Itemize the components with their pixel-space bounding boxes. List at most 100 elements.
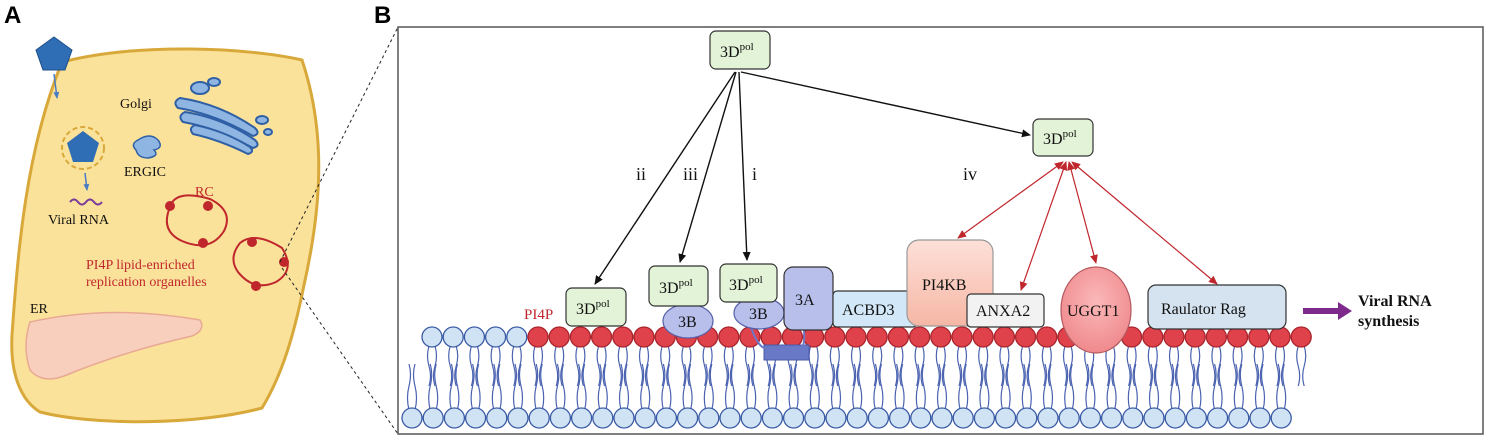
lipid-tail xyxy=(1106,363,1117,411)
pi4p-lipid-head xyxy=(612,326,634,348)
lipid-tail xyxy=(1276,363,1287,411)
lipid-head xyxy=(549,407,572,429)
rc-dot xyxy=(203,201,213,211)
lipid-head xyxy=(698,407,720,429)
pi4p-lipid-head xyxy=(718,326,740,348)
lipid-head xyxy=(442,326,464,348)
pi4p-lipid-head xyxy=(866,326,888,348)
lipid-head xyxy=(846,407,868,429)
3a-label: 3A xyxy=(795,292,815,309)
raulator-label: Raulator Rag xyxy=(1161,301,1246,318)
output-label-2: synthesis xyxy=(1358,313,1419,330)
lipid-head xyxy=(1270,407,1292,429)
pathway-label-ii: ii xyxy=(636,164,646,184)
lipid-tail xyxy=(596,345,607,387)
lipid-tail xyxy=(1168,345,1180,387)
lipid-tail xyxy=(852,363,863,411)
pi4p-label: PI4P xyxy=(524,307,553,323)
lipid-tail xyxy=(554,345,565,387)
lipid-tail xyxy=(936,363,948,411)
lipid-head xyxy=(888,407,911,429)
lipid-tail xyxy=(979,363,990,411)
lipid-tail xyxy=(1148,363,1160,411)
lipid-tail xyxy=(723,345,734,387)
lipid-head xyxy=(782,407,805,429)
acbd3-label: ACBD3 xyxy=(842,302,894,319)
lipid-head xyxy=(463,326,486,348)
pi4p-lipid-head xyxy=(760,326,782,348)
lipid-head xyxy=(973,407,996,429)
pol-label-right: 3Dpol xyxy=(1043,128,1077,148)
3b-anchor xyxy=(763,344,810,361)
lipid-head xyxy=(484,326,507,348)
raulator-protein xyxy=(1147,284,1287,330)
lipid-tail xyxy=(491,363,502,411)
er-label: ER xyxy=(30,302,49,317)
lipid-tail xyxy=(915,363,926,411)
lipid-tail xyxy=(1041,345,1052,387)
lipid-tail xyxy=(1253,345,1264,387)
lipid-head xyxy=(994,407,1017,429)
lipid-tail xyxy=(1021,363,1032,411)
lipid-tail xyxy=(426,345,438,387)
lipid-tail xyxy=(873,363,884,411)
lipid-head xyxy=(676,407,699,429)
lipid-tail xyxy=(1191,363,1202,411)
lipid-tail xyxy=(469,345,480,387)
lipid-tail xyxy=(512,363,524,411)
lipid-head xyxy=(1079,407,1102,429)
pi4p-lipid-head xyxy=(972,326,994,348)
pi4p-lipid-head xyxy=(887,326,910,348)
lipid-tail xyxy=(703,363,714,411)
red-arrow-anxa2 xyxy=(1019,161,1068,291)
ro-dot xyxy=(247,237,257,247)
lipid-head xyxy=(507,407,529,429)
arrow-iv xyxy=(740,71,1031,138)
lipid-head xyxy=(1122,407,1144,429)
lipid-tail xyxy=(702,345,713,387)
pi4kb-label: PI4KB xyxy=(922,277,966,294)
pi4p-lipid-head xyxy=(569,326,592,348)
lipid-tail xyxy=(956,345,968,387)
lipid-tail xyxy=(872,345,883,387)
lipid-tail xyxy=(829,345,840,387)
pi4p-lipid-head xyxy=(590,326,613,348)
lipid-tail xyxy=(1085,363,1096,411)
lipid-tail xyxy=(682,363,693,411)
lipid-head xyxy=(613,407,635,429)
lipid-tail xyxy=(1062,345,1074,387)
lipid-tail xyxy=(618,363,630,411)
lipid-tail xyxy=(893,345,904,387)
output-arrow-head xyxy=(1338,302,1352,320)
rc-dot xyxy=(198,238,208,248)
lipid-tail xyxy=(1233,363,1244,411)
lipid-head xyxy=(421,326,443,348)
lipid-tail xyxy=(1232,345,1243,387)
output-label-1: Viral RNA xyxy=(1358,293,1432,310)
lipid-tail xyxy=(999,345,1010,387)
lipid-head xyxy=(719,407,741,429)
lipid-head xyxy=(528,407,550,429)
lipid-tail xyxy=(1190,345,1201,387)
lipid-tail xyxy=(1000,363,1011,411)
lipid-head xyxy=(825,407,847,429)
lipid-tail xyxy=(1042,363,1054,411)
lipid-tail xyxy=(661,363,672,411)
arrow-i xyxy=(738,71,751,261)
endosome-virus-icon xyxy=(67,131,99,162)
panel-b-letter: B xyxy=(374,2,391,29)
virus-pentagon-icon xyxy=(35,36,73,71)
anxa2-protein xyxy=(966,293,1045,328)
pi4p-lipid-head xyxy=(908,326,931,348)
pol-label-ii: 3Dpol xyxy=(576,298,610,318)
lipid-head xyxy=(1206,407,1229,429)
lipid-tail xyxy=(638,345,650,387)
3b-label-iii: 3B xyxy=(678,314,697,331)
uggt1-label: UGGT1 xyxy=(1067,303,1119,320)
pi4p-lipid-head xyxy=(1248,326,1270,348)
lipid-head xyxy=(931,407,953,429)
zoom-line-top xyxy=(279,26,399,263)
lipid-head xyxy=(401,407,423,429)
lipid-head xyxy=(506,326,528,348)
pi4p-lipid-head xyxy=(1205,326,1228,348)
